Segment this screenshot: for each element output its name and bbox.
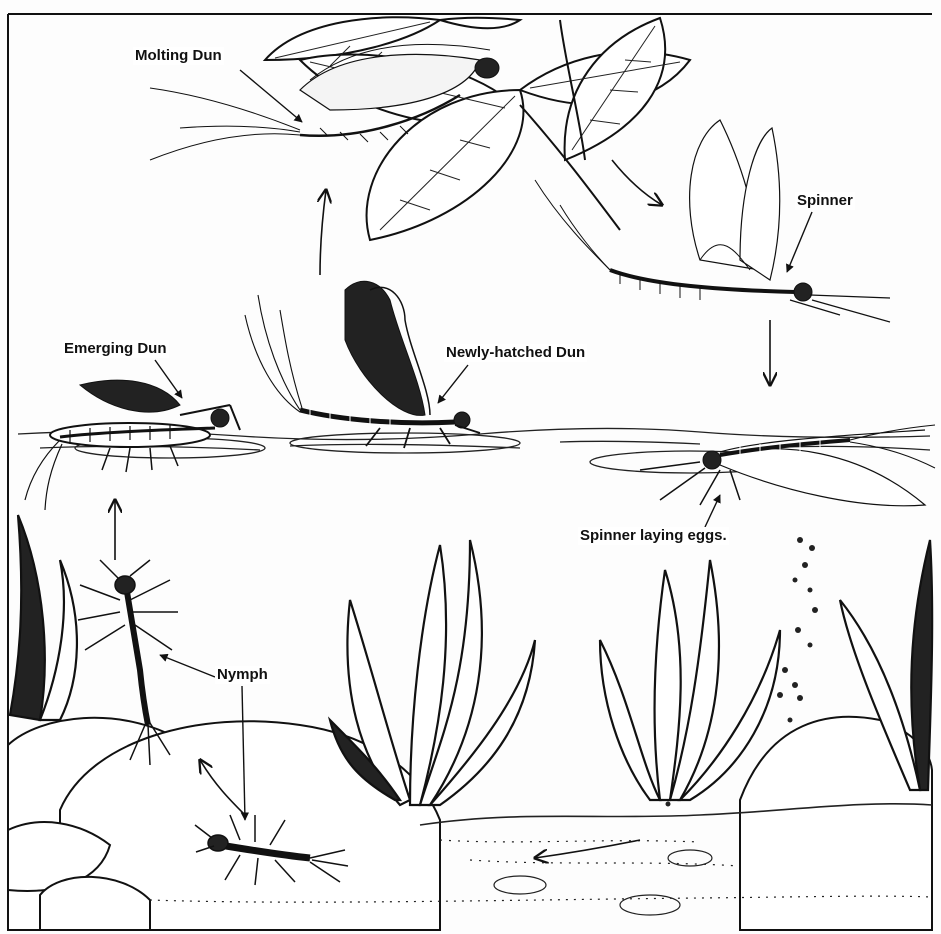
leader-newly-hatched-dun: [438, 365, 468, 403]
label-emerging-dun: Emerging Dun: [62, 340, 169, 358]
arrow-dun-to-leaves: [320, 190, 326, 275]
newly-hatched-dun-insect: [245, 281, 480, 448]
label-newly-hatched-dun: Newly-hatched Dun: [444, 344, 587, 362]
emerging-dun-insect: [25, 380, 240, 510]
label-nymph: Nymph: [215, 666, 270, 684]
leader-spinner: [787, 212, 812, 272]
label-spinner-laying-eggs: Spinner laying eggs.: [578, 527, 729, 545]
label-molting-dun: Molting Dun: [133, 47, 224, 65]
label-spinner: Spinner: [795, 192, 855, 210]
leader-molting-dun: [240, 70, 302, 122]
overhanging-leaves: [265, 17, 690, 240]
leader-nymph-upper: [160, 655, 215, 677]
leader-spinner-laying-eggs: [705, 495, 720, 527]
arrow-to-spinner: [612, 160, 662, 205]
lakebed-rocks: [8, 717, 932, 930]
arrow-eggs-to-nymph: [535, 840, 640, 858]
